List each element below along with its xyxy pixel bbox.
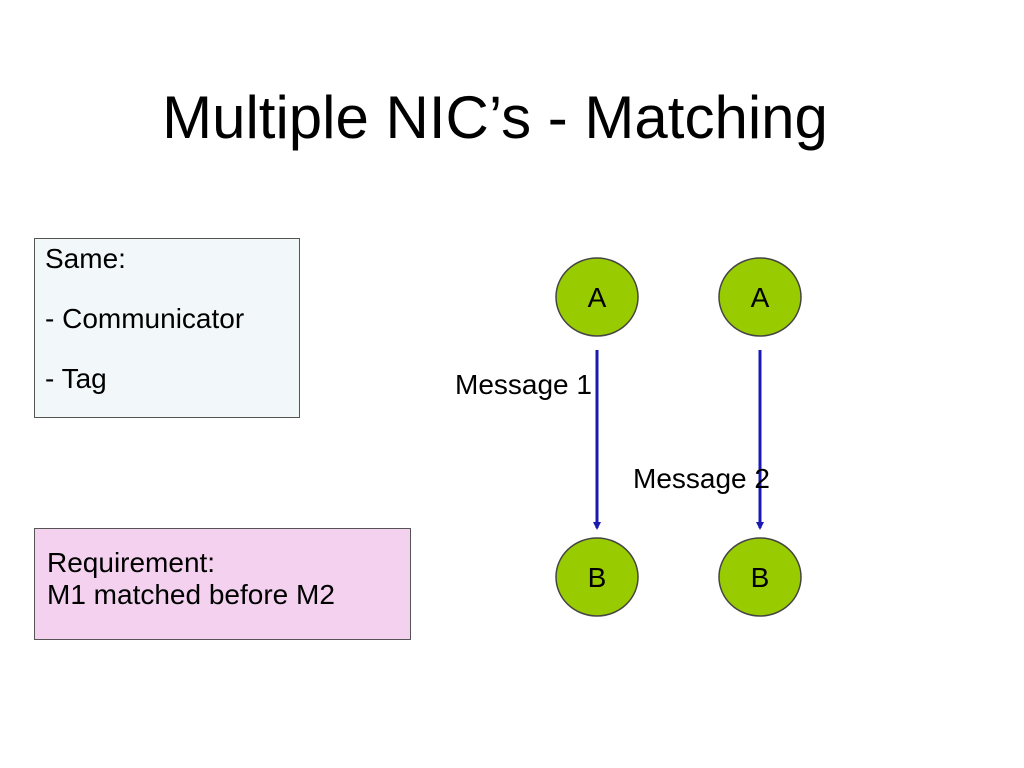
requirement-text: M1 matched before M2 [47, 579, 335, 610]
message-2-label: Message 2 [633, 463, 770, 494]
node-receiver-1-label: B [588, 562, 607, 593]
requirement-box: Requirement: M1 matched before M2 [34, 528, 411, 640]
node-sender-2-label: A [751, 282, 770, 313]
node-receiver-2-label: B [751, 562, 770, 593]
requirement-heading: Requirement: [47, 547, 216, 578]
same-item-tag: - Tag [45, 363, 107, 394]
same-criteria-box: Same: - Communicator - Tag [34, 238, 300, 418]
node-receiver-2: B [718, 537, 802, 617]
node-sender-1: A [555, 257, 639, 337]
node-receiver-1: B [555, 537, 639, 617]
node-sender-1-label: A [588, 282, 607, 313]
message-1-label: Message 1 [455, 369, 592, 400]
node-sender-2: A [718, 257, 802, 337]
slide-title: Multiple NIC’s - Matching [162, 84, 828, 151]
same-heading: Same: [45, 243, 126, 274]
same-item-communicator: - Communicator [45, 303, 245, 334]
